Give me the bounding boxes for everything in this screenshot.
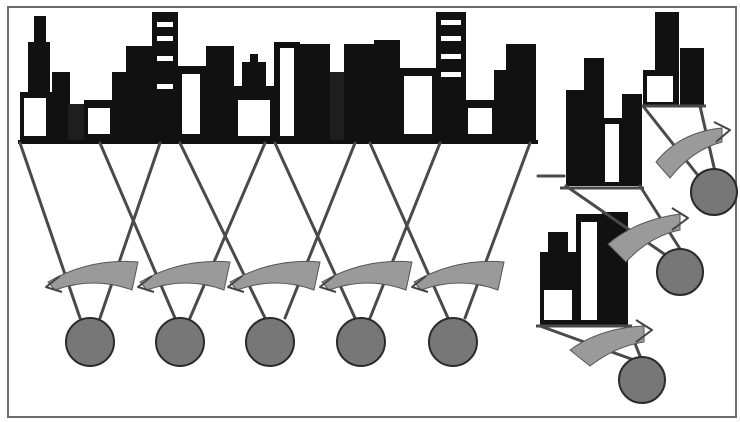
skyline-building xyxy=(374,40,400,142)
sight-line xyxy=(283,141,357,320)
arrow-head-icon xyxy=(319,275,337,293)
observer-circle xyxy=(336,317,386,367)
skyline-building xyxy=(206,46,234,142)
right-observers xyxy=(618,168,738,404)
observer-circle xyxy=(618,356,666,404)
skyline-building xyxy=(506,44,536,142)
view-arc xyxy=(229,260,321,291)
skyline-building xyxy=(52,72,70,142)
sight-line xyxy=(188,141,267,320)
arrow-head-icon xyxy=(137,275,155,293)
view-arc xyxy=(607,213,681,263)
left-sight-lines xyxy=(18,141,532,320)
skyline-building xyxy=(28,42,50,94)
arrow-head-icon xyxy=(411,275,429,293)
skyline-building xyxy=(68,104,86,142)
skyline-base xyxy=(18,140,538,144)
skyline-building xyxy=(602,212,628,326)
left-view-arcs xyxy=(45,260,505,293)
right-top-cluster xyxy=(640,12,706,108)
arrow-head-icon xyxy=(713,121,731,143)
skyline-building xyxy=(622,94,642,186)
skyline-building xyxy=(300,44,330,142)
observer-circle xyxy=(65,317,115,367)
skyline-building xyxy=(112,72,128,142)
observer-circle xyxy=(428,317,478,367)
sight-line xyxy=(98,141,177,320)
arrow-head-icon xyxy=(671,207,689,231)
view-arc xyxy=(321,260,413,291)
observer-circle xyxy=(656,248,704,296)
view-arc xyxy=(413,260,505,291)
skyline-building xyxy=(250,54,258,64)
sight-line xyxy=(564,184,672,260)
arrow-head-icon xyxy=(45,275,63,293)
sight-line xyxy=(463,141,532,320)
sight-line xyxy=(368,141,442,320)
skyline-building xyxy=(548,232,568,254)
sight-line xyxy=(178,141,267,320)
left-observers xyxy=(65,317,478,367)
skyline-building xyxy=(655,12,679,72)
right-bottom-cluster xyxy=(536,212,632,328)
sight-line xyxy=(273,141,357,320)
skyline-building xyxy=(584,58,604,186)
skyline-building xyxy=(566,90,588,186)
sight-line xyxy=(18,141,82,320)
right-middle-cluster xyxy=(560,58,644,190)
arrow-head-icon xyxy=(227,275,245,293)
skyline-building xyxy=(344,44,374,142)
observer-circle xyxy=(155,317,205,367)
skyline-building xyxy=(126,46,154,142)
view-arc xyxy=(655,127,723,179)
skyline-building xyxy=(34,16,46,44)
observer-circle xyxy=(245,317,295,367)
left-skyline xyxy=(18,12,538,144)
sight-line xyxy=(98,141,162,320)
skyline-building xyxy=(680,48,704,106)
diagram-frame xyxy=(7,6,737,418)
sight-line xyxy=(641,104,702,180)
left-skyline-windows xyxy=(24,20,492,136)
view-arc xyxy=(139,260,231,291)
observer-circle xyxy=(690,168,738,216)
view-arc xyxy=(47,260,139,291)
skyline-building xyxy=(152,12,178,142)
skyline-building xyxy=(242,62,266,88)
arrow-head-icon xyxy=(635,319,653,343)
sight-line xyxy=(368,141,450,320)
right-view-arcs xyxy=(569,121,731,367)
skyline-building xyxy=(330,72,346,142)
skyline-building xyxy=(494,70,508,142)
view-arc xyxy=(569,325,645,367)
